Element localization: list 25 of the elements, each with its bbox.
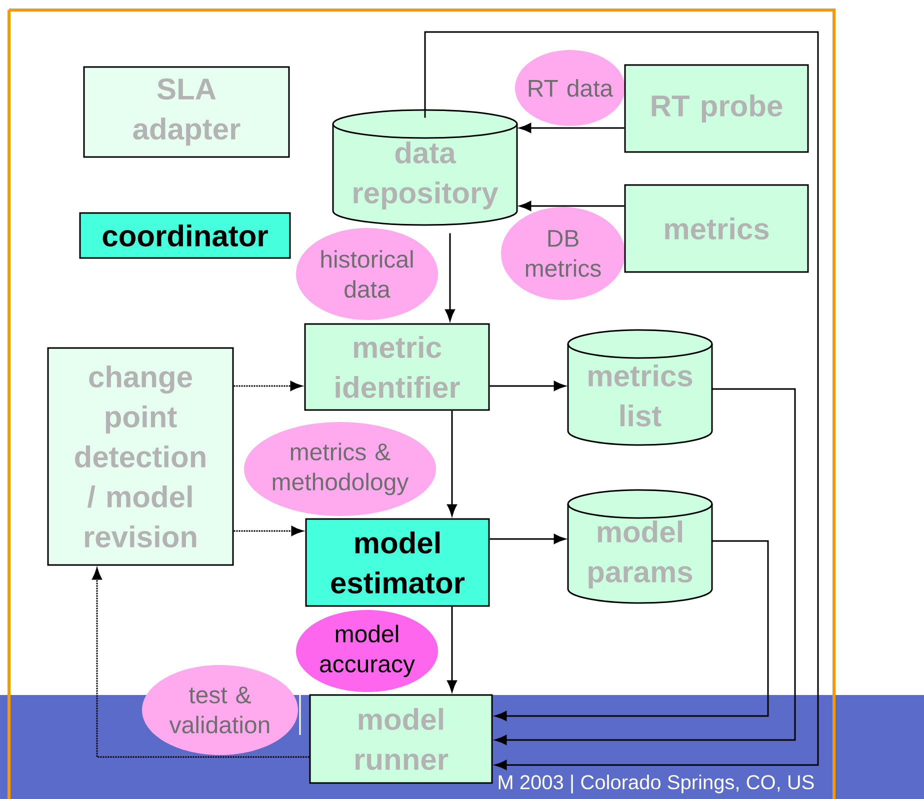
arrow [494, 540, 769, 721]
footer-text: M 2003 | Colorado Springs, CO, US [498, 774, 814, 794]
arrow [447, 410, 457, 516]
database-cylinder: data repository [332, 109, 518, 226]
process-box: metrics [624, 184, 809, 273]
process-box: change point detection / model revision [47, 347, 234, 566]
arrow [234, 381, 302, 391]
database-cylinder: model params [567, 489, 713, 604]
process-box: coordinator [79, 212, 291, 259]
arrow [234, 526, 304, 536]
process-box: model runner [309, 694, 493, 784]
process-box: model estimator [305, 518, 490, 607]
arrow [447, 606, 457, 692]
arrow [519, 201, 624, 211]
arrow [445, 233, 455, 322]
arrow [494, 388, 796, 745]
arrow [490, 381, 566, 391]
arrow [490, 534, 566, 544]
process-box: SLA adapter [83, 66, 290, 158]
arrow [519, 123, 624, 133]
database-cylinder: metrics list [567, 329, 713, 446]
arrow [424, 31, 819, 770]
process-box: RT probe [624, 64, 809, 153]
arrow [92, 568, 310, 758]
process-box: metric identifier [304, 323, 490, 411]
